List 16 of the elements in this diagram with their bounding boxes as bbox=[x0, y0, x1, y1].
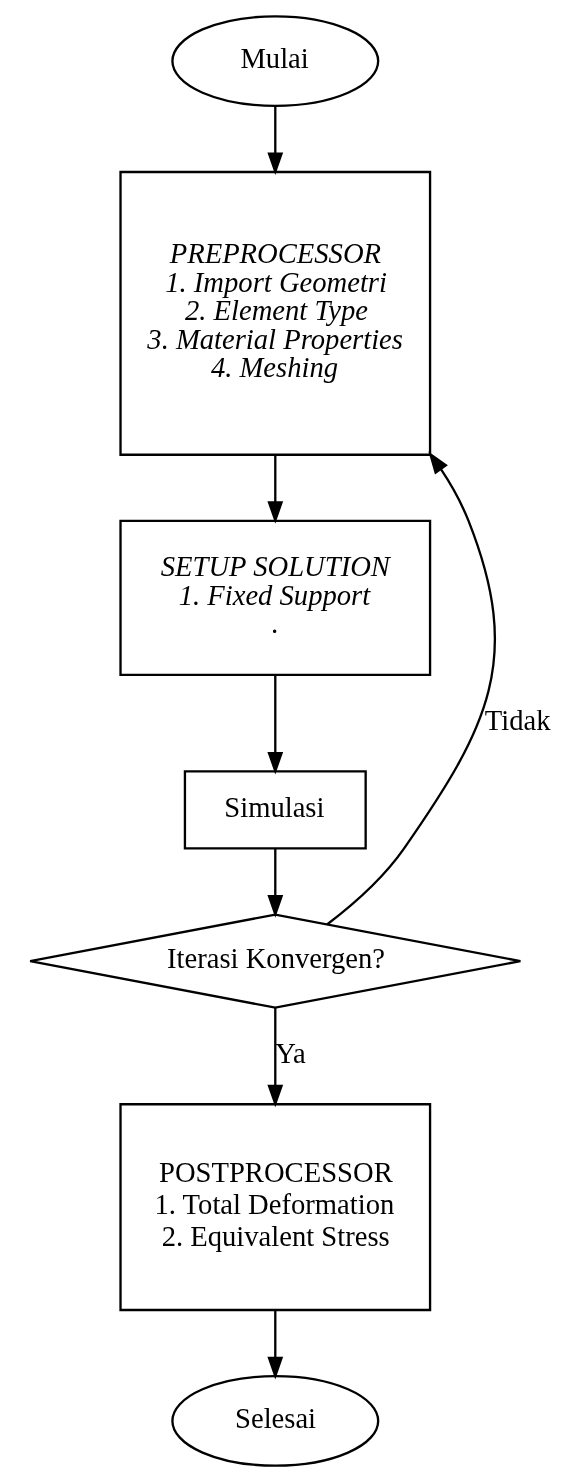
node-diamond: Iterasi Konvergen? bbox=[29, 913, 522, 1009]
arrow bbox=[267, 454, 284, 524]
arrow bbox=[267, 848, 284, 918]
node-ellipse: Selesai bbox=[171, 1375, 380, 1467]
arrow bbox=[267, 1310, 284, 1380]
node-ellipse: Mulai bbox=[171, 15, 380, 107]
arrow bbox=[267, 1007, 284, 1108]
node-box: Simulasi bbox=[183, 770, 367, 850]
node-box: PREPROCESSOR 1. Import Geometri 2. Element Type 3. Material Properties 4. Meshing bbox=[119, 170, 432, 456]
arrow bbox=[326, 451, 497, 926]
node-box: SETUP SOLUTION 1. Fixed Support . bbox=[119, 519, 432, 676]
arrow bbox=[267, 674, 284, 775]
edge-label: Ya bbox=[275, 1036, 306, 1069]
edge-label: Tidak bbox=[484, 703, 551, 736]
node-box: POSTPROCESSOR 1. Total Deformation 2. Equivalent Stress bbox=[119, 1103, 432, 1312]
arrow bbox=[267, 106, 284, 176]
